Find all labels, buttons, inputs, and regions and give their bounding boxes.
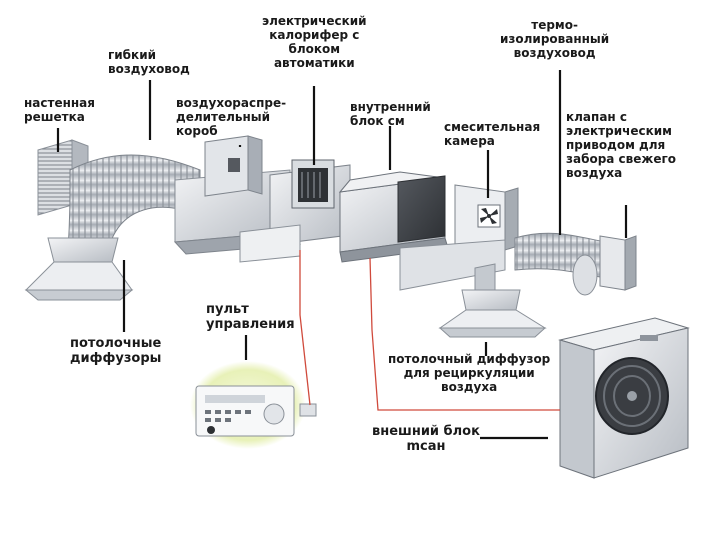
main-duct-right (399, 239, 506, 297)
label-flex-duct: гибкий воздуховод (108, 48, 190, 76)
label-ceiling-diffusers: потолочные диффузоры (70, 336, 162, 366)
label-indoor-unit: внутренний блок см (350, 100, 431, 128)
label-wall-grille: настенная решетка (24, 96, 95, 124)
label-insulated-duct: термо- изолированный воздуховод (500, 18, 610, 60)
fan-icon (480, 208, 498, 224)
mixing-chamber (454, 184, 519, 259)
label-mixing-chamber: смесительная камера (444, 120, 541, 148)
electric-heater (239, 159, 351, 263)
recirc-diffuser (438, 289, 547, 338)
outdoor-unit (558, 317, 690, 479)
label-recirc-diffuser: потолочный диффузор для рециркуляции воз… (388, 352, 551, 394)
indoor-unit (338, 171, 449, 263)
label-distribution-box: воздухораспре- делительный короб (176, 96, 287, 138)
remote-control (190, 361, 317, 449)
label-remote: пульт управления (206, 302, 295, 332)
distribution-box (204, 135, 263, 197)
control-wiring (299, 250, 560, 411)
leader-lines (56, 70, 628, 440)
label-electric-heater: электрический калорифер с блоком автомат… (262, 14, 367, 70)
ceiling-diffuser-left (24, 237, 134, 301)
label-outdoor-unit: внешний блок mcан (372, 424, 480, 454)
fresh-air-valve (572, 235, 637, 296)
label-fresh-air-valve: клапан с электрическим приводом для забо… (566, 110, 676, 180)
